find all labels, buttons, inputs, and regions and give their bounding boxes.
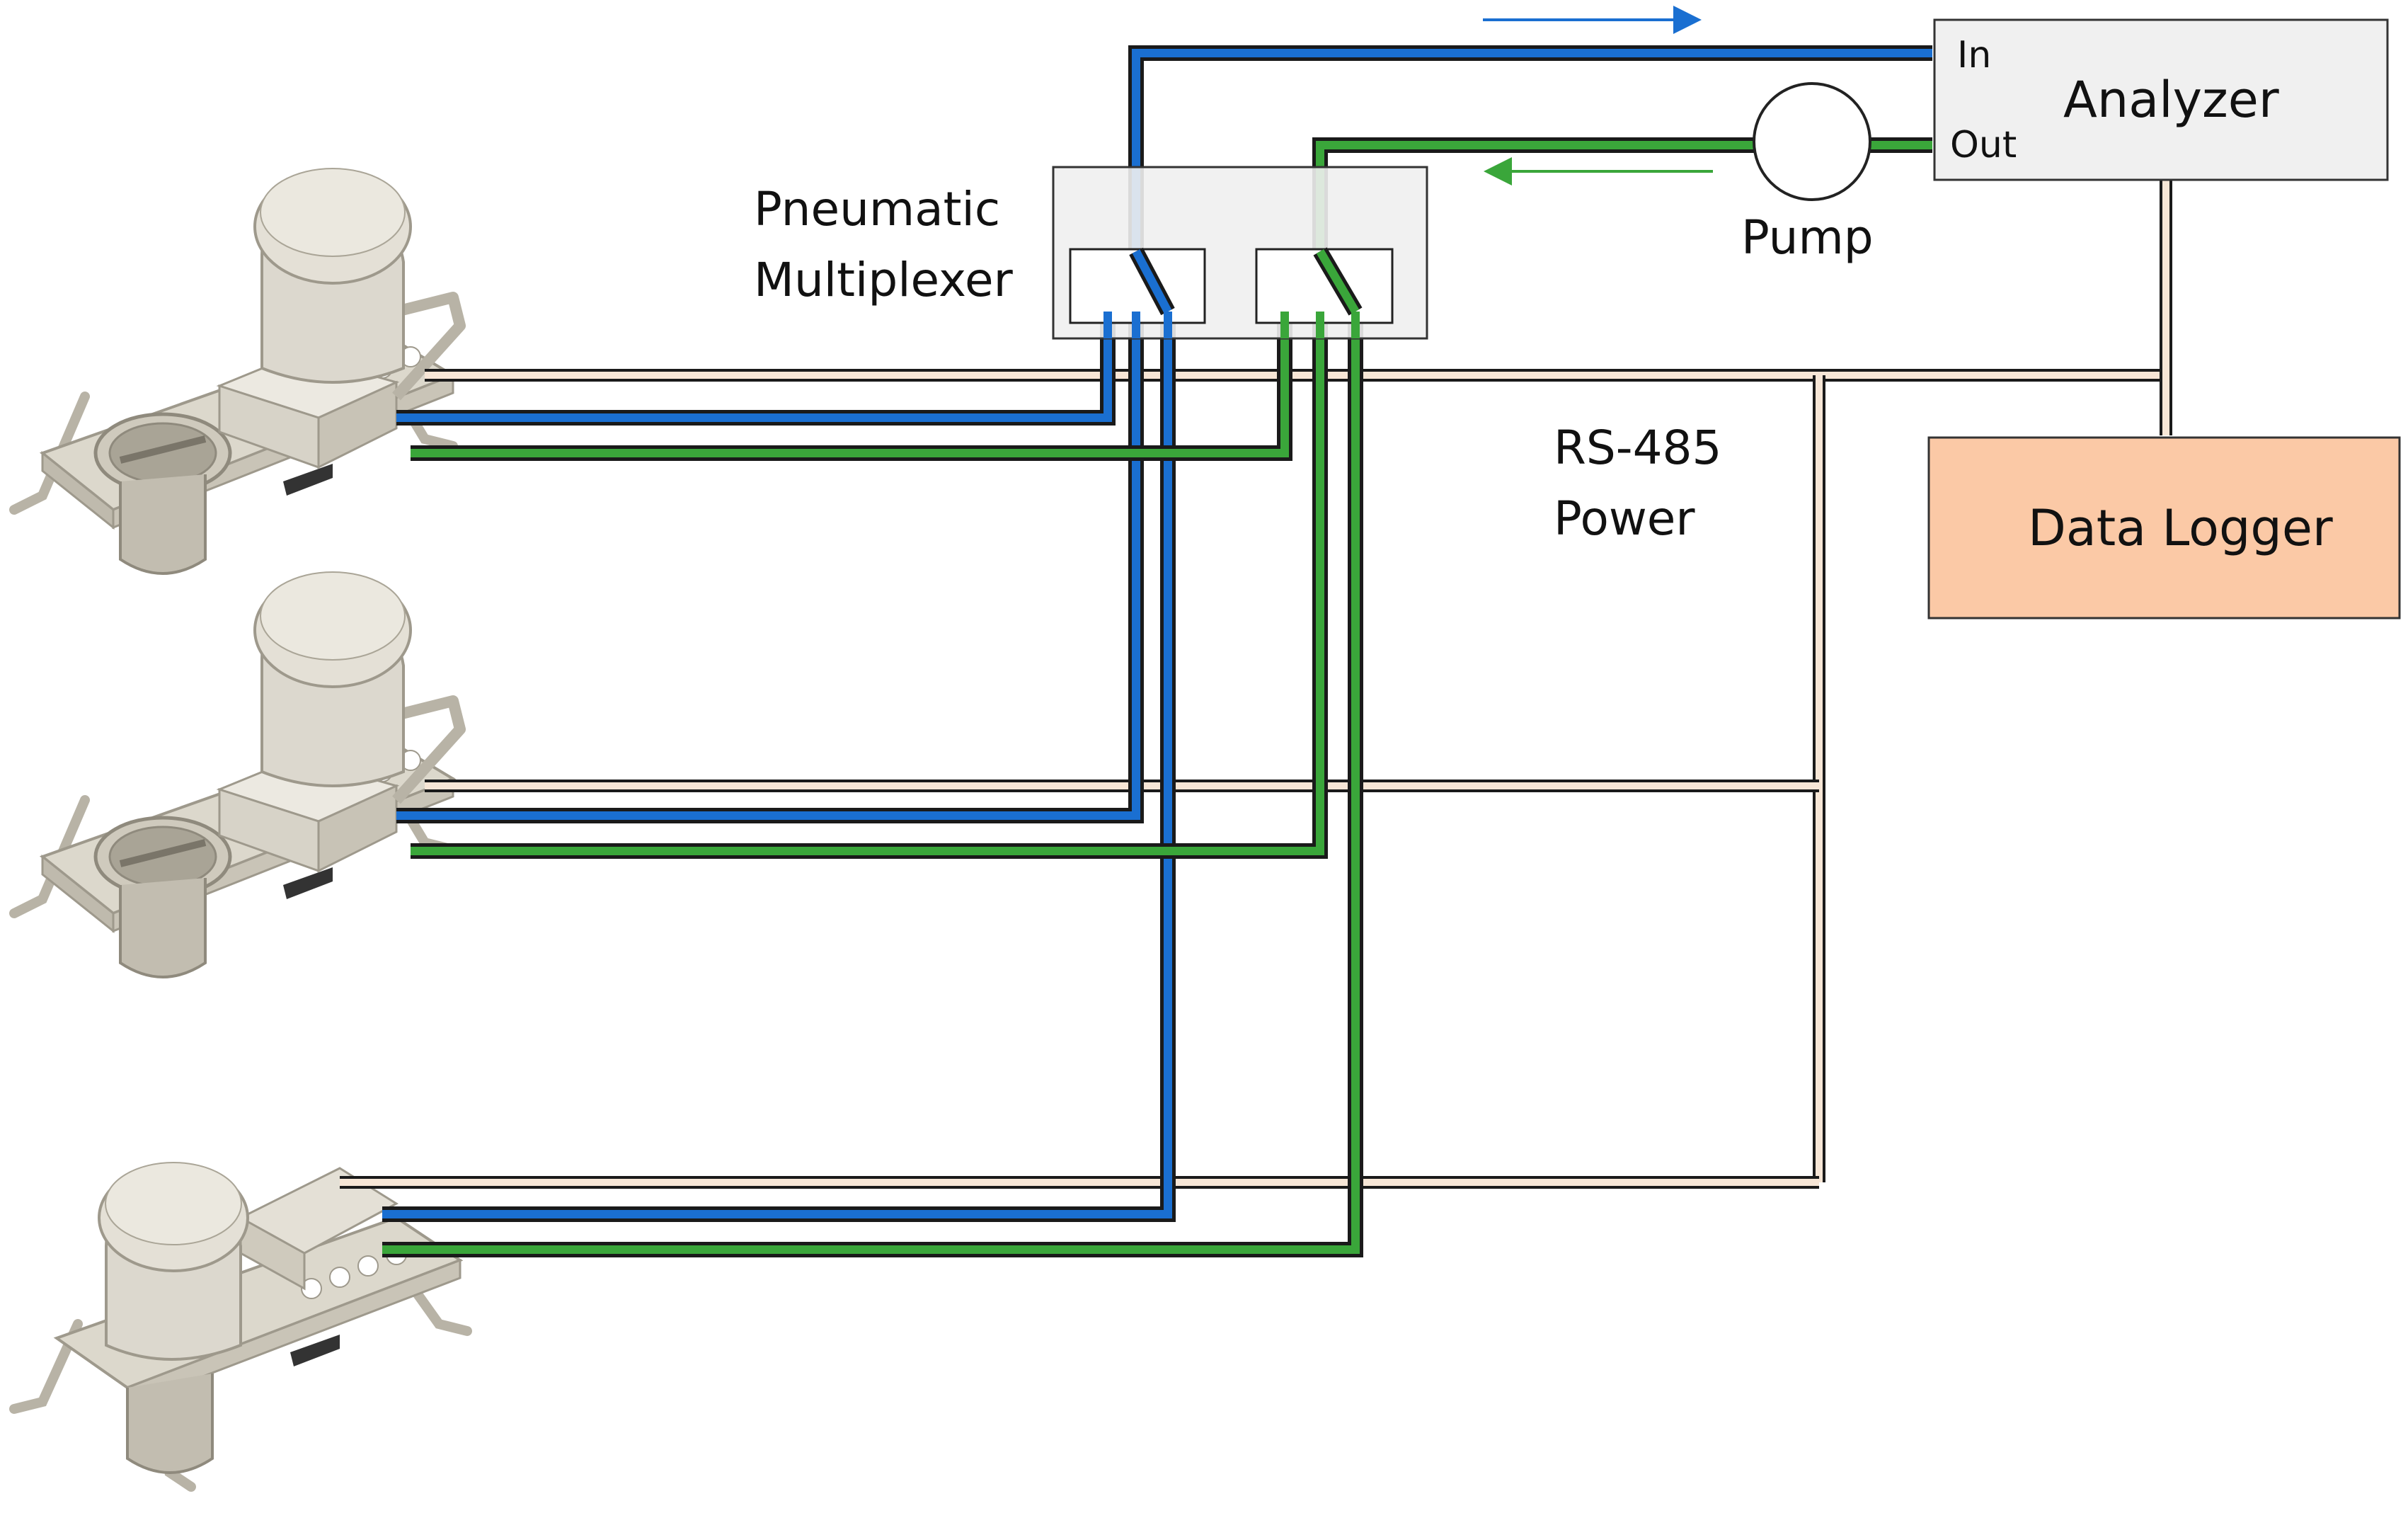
analyzer-in-label: In (1957, 34, 1991, 76)
soil-flux-chamber-icon-1 (14, 169, 460, 573)
pump-circle-icon (1753, 82, 1871, 201)
pump (1753, 82, 1871, 201)
analyzer-label: Analyzer (2063, 71, 2279, 129)
bus-label-line2: Power (1554, 491, 1695, 546)
data-logger (1927, 436, 2401, 620)
rs485-power-bus (340, 181, 2172, 1189)
analyzer (1933, 18, 2389, 181)
pneumatic-multiplexer (1052, 166, 1428, 340)
pump-label: Pump (1741, 210, 1874, 265)
multiplexer-label-line1: Pneumatic (754, 182, 1000, 236)
soil-flux-chamber-icon-2 (14, 572, 460, 977)
soil-flux-chamber-icon-3 (9, 1162, 472, 1492)
multiplexer-label-line2: Multiplexer (754, 253, 1014, 307)
analyzer-out-label: Out (1950, 124, 2017, 166)
bus-label-line1: RS-485 (1554, 421, 1722, 475)
data-logger-label: Data Logger (2028, 499, 2333, 557)
outlet-tubing-green (382, 137, 1932, 1257)
